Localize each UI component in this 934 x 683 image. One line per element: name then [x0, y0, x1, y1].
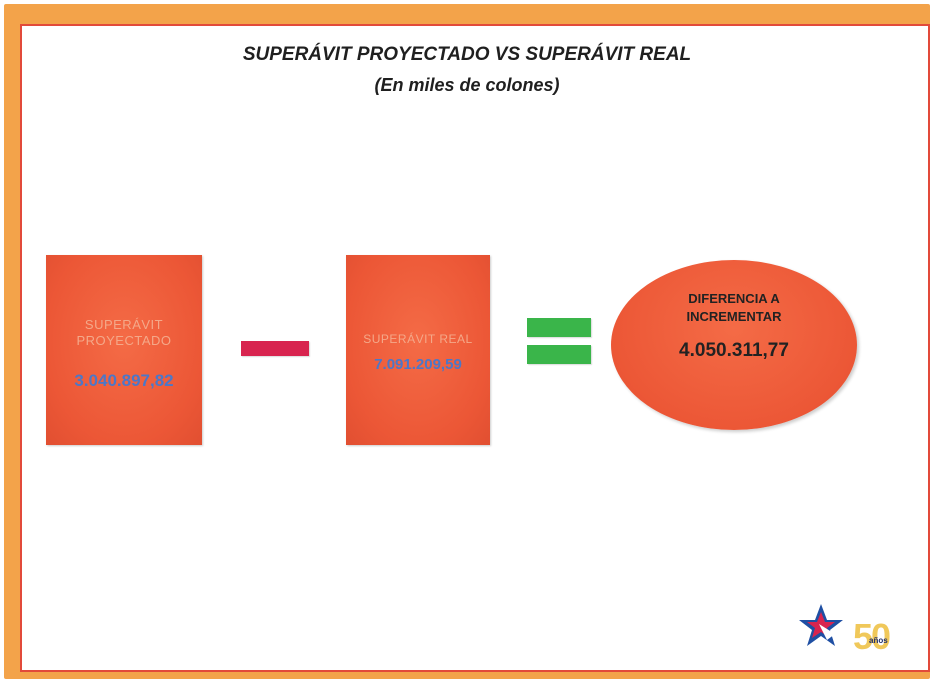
logo-word: años — [869, 636, 888, 645]
real-surplus-label: SUPERÁVIT REAL — [363, 332, 473, 346]
projected-surplus-box: SUPERÁVIT PROYECTADO 3.040.897,82 — [46, 255, 202, 445]
projected-surplus-label: SUPERÁVIT PROYECTADO — [76, 317, 172, 348]
difference-label-text: DIFERENCIA A INCREMENTAR — [686, 291, 782, 324]
difference-label: DIFERENCIA A INCREMENTAR — [611, 290, 857, 326]
logo-number: 50 — [853, 616, 891, 657]
real-surplus-box: SUPERÁVIT REAL 7.091.209,59 — [346, 255, 490, 445]
difference-value: 4.050.311,77 — [679, 340, 789, 361]
minus-icon — [241, 341, 309, 356]
equals-icon-bottom-bar — [527, 345, 591, 364]
star-logo-icon — [799, 604, 843, 646]
real-surplus-value: 7.091.209,59 — [374, 356, 462, 373]
anniversary-logo: 50 años — [797, 600, 907, 660]
difference-ellipse: DIFERENCIA A INCREMENTAR 4.050.311,77 — [611, 260, 857, 430]
projected-surplus-value: 3.040.897,82 — [74, 371, 174, 390]
slide-title: SUPERÁVIT PROYECTADO VS SUPERÁVIT REAL — [242, 44, 692, 65]
slide-subtitle: (En miles de colones) — [374, 75, 560, 95]
equals-icon-top-bar — [527, 318, 591, 337]
